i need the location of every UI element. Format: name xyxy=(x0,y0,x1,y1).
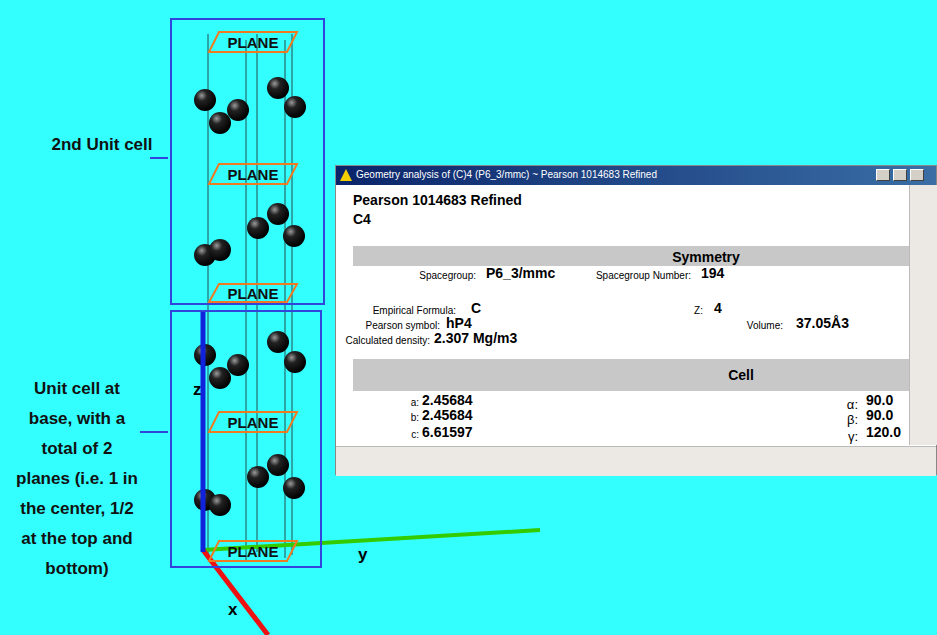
lattice-plane: PLANE xyxy=(207,282,299,304)
analysis-text: 90.0 xyxy=(866,392,893,408)
analysis-text: γ: xyxy=(848,429,858,444)
carbon-atom xyxy=(283,225,305,247)
carbon-atom xyxy=(227,354,249,376)
carbon-atom xyxy=(209,112,231,134)
analysis-text: hP4 xyxy=(446,315,472,331)
carbon-atom xyxy=(209,367,231,389)
plane-outline xyxy=(209,541,297,561)
analysis-text: 4 xyxy=(714,300,722,316)
plane-outline xyxy=(209,164,297,184)
analysis-text: C xyxy=(471,300,481,316)
analysis-window: Geometry analysis of (C)4 (P6_3/mmc) ~ P… xyxy=(335,165,937,475)
analysis-text: Pearson 1014683 Refined xyxy=(353,192,522,208)
analysis-text: α: xyxy=(847,397,858,412)
analysis-text: c: xyxy=(411,429,419,440)
lattice-plane: PLANE xyxy=(207,410,299,434)
analysis-text: β: xyxy=(847,412,858,427)
carbon-atom xyxy=(209,494,231,516)
carbon-atom xyxy=(267,77,289,99)
analysis-text: Calculated density: xyxy=(346,335,431,346)
plane-label: PLANE xyxy=(228,285,279,302)
analysis-text: 37.05Å3 xyxy=(796,315,849,331)
carbon-atom xyxy=(267,203,289,225)
analysis-text: Z: xyxy=(694,305,703,316)
analysis-text: 120.0 xyxy=(866,424,901,440)
cell-edges xyxy=(208,34,292,560)
analysis-text: Symmetry xyxy=(672,249,740,265)
callout-label: Unit cell at base, with a total of 2 pla… xyxy=(16,374,138,584)
analysis-text: 2.45684 xyxy=(422,392,473,408)
carbon-atom xyxy=(284,351,306,373)
lattice-plane: PLANE xyxy=(207,162,299,186)
plane-outline xyxy=(209,412,297,432)
plane-label: PLANE xyxy=(228,543,279,560)
carbon-atom xyxy=(267,454,289,476)
window-button xyxy=(910,169,924,181)
analysis-text: Spacegroup Number: xyxy=(596,270,691,281)
analysis-text: 194 xyxy=(701,265,724,281)
window-title: Geometry analysis of (C)4 (P6_3/mmc) ~ P… xyxy=(356,169,657,180)
analysis-text: 90.0 xyxy=(866,407,893,423)
analysis-text: Empirical Formula: xyxy=(373,305,456,316)
section-bar xyxy=(353,359,909,391)
carbon-atom xyxy=(227,99,249,121)
plane-outline xyxy=(209,284,297,302)
plane-label: PLANE xyxy=(228,166,279,183)
analysis-text: P6_3/mmc xyxy=(486,265,555,281)
analysis-text: 2.45684 xyxy=(422,407,473,423)
axis-label: y xyxy=(358,545,367,565)
carbon-atom xyxy=(247,466,269,488)
status-strip xyxy=(336,446,936,476)
leader-line xyxy=(150,157,168,159)
section-bar xyxy=(353,246,909,266)
window-button xyxy=(876,169,890,181)
plane-label: PLANE xyxy=(228,34,279,51)
carbon-atoms xyxy=(194,77,306,516)
callout-label: 2nd Unit cell xyxy=(47,130,157,160)
analysis-text: 2.307 Mg/m3 xyxy=(434,330,517,346)
analysis-text: a: xyxy=(411,397,419,408)
analysis-text: Cell xyxy=(728,367,754,383)
carbon-atom xyxy=(284,96,306,118)
analysis-text: C4 xyxy=(353,211,371,227)
analysis-text: Spacegroup: xyxy=(419,270,476,281)
unit-cell-box: Unit cell at base, with a total of 2 pla… xyxy=(170,310,322,568)
axis-label: z xyxy=(193,380,202,400)
carbon-atom xyxy=(283,477,305,499)
analysis-text: Volume: xyxy=(747,320,783,331)
carbon-atom xyxy=(267,331,289,353)
carbon-atom xyxy=(247,217,269,239)
axis-label: x xyxy=(228,600,237,620)
z-axis xyxy=(201,312,206,552)
x-axis xyxy=(203,550,268,635)
window-button xyxy=(893,169,907,181)
scrollbar-strip xyxy=(909,185,937,445)
lattice-plane: PLANE xyxy=(207,30,299,54)
analysis-text: 6.61597 xyxy=(422,424,473,440)
analysis-text: Pearson symbol: xyxy=(366,320,440,331)
carbon-atom xyxy=(194,89,216,111)
carbon-atom xyxy=(209,239,231,261)
plane-label: PLANE xyxy=(228,414,279,431)
lattice-plane: PLANE xyxy=(207,539,299,563)
unit-cell-box: 2nd Unit cellPLANEPLANEPLANE xyxy=(170,18,325,305)
plane-outline xyxy=(209,32,297,52)
analysis-text: b: xyxy=(411,412,419,423)
leader-line xyxy=(140,431,168,433)
